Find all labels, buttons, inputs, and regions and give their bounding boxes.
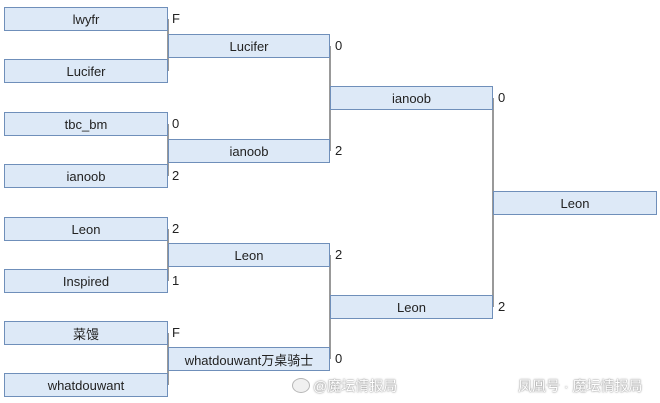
round3-score-2: 2 bbox=[498, 299, 506, 314]
round2-score-1: 0 bbox=[335, 38, 343, 53]
round2-score-3: 2 bbox=[335, 247, 343, 262]
round1-score-3: 0 bbox=[172, 116, 180, 131]
round1-slot-6: Inspired bbox=[4, 269, 168, 293]
round3-slot-2: Leon bbox=[330, 295, 493, 319]
round2-slot-4: whatdouwant万桌骑士 bbox=[168, 347, 330, 371]
round1-slot-7: 菜馒 bbox=[4, 321, 168, 345]
center-watermark-text: @魔坛情报局 bbox=[313, 378, 398, 394]
round1-score-7: F bbox=[172, 325, 180, 340]
round1-slot-3: tbc_bm bbox=[4, 112, 168, 136]
round1-slot-1: lwyfr bbox=[4, 7, 168, 31]
round1-score-4: 2 bbox=[172, 168, 180, 183]
round2-score-4: 0 bbox=[335, 351, 343, 366]
round1-score-1: F bbox=[172, 11, 180, 26]
round2-slot-1: Lucifer bbox=[168, 34, 330, 58]
round1-slot-2: Lucifer bbox=[4, 59, 168, 83]
round1-score-5: 2 bbox=[172, 221, 180, 236]
round1-slot-5: Leon bbox=[4, 217, 168, 241]
center-watermark: @魔坛情报局 bbox=[292, 376, 397, 396]
round2-slot-3: Leon bbox=[168, 243, 330, 267]
final-winner-slot: Leon bbox=[493, 191, 657, 215]
round2-score-2: 2 bbox=[335, 143, 343, 158]
round3-score-1: 0 bbox=[498, 90, 506, 105]
round1-slot-8: whatdouwant bbox=[4, 373, 168, 397]
round1-score-6: 1 bbox=[172, 273, 180, 288]
weibo-logo-icon bbox=[292, 378, 310, 393]
round1-slot-4: ianoob bbox=[4, 164, 168, 188]
corner-watermark: 凤凰号 · 魔坛情报局 bbox=[518, 378, 643, 394]
round3-slot-1: ianoob bbox=[330, 86, 493, 110]
round2-slot-2: ianoob bbox=[168, 139, 330, 163]
